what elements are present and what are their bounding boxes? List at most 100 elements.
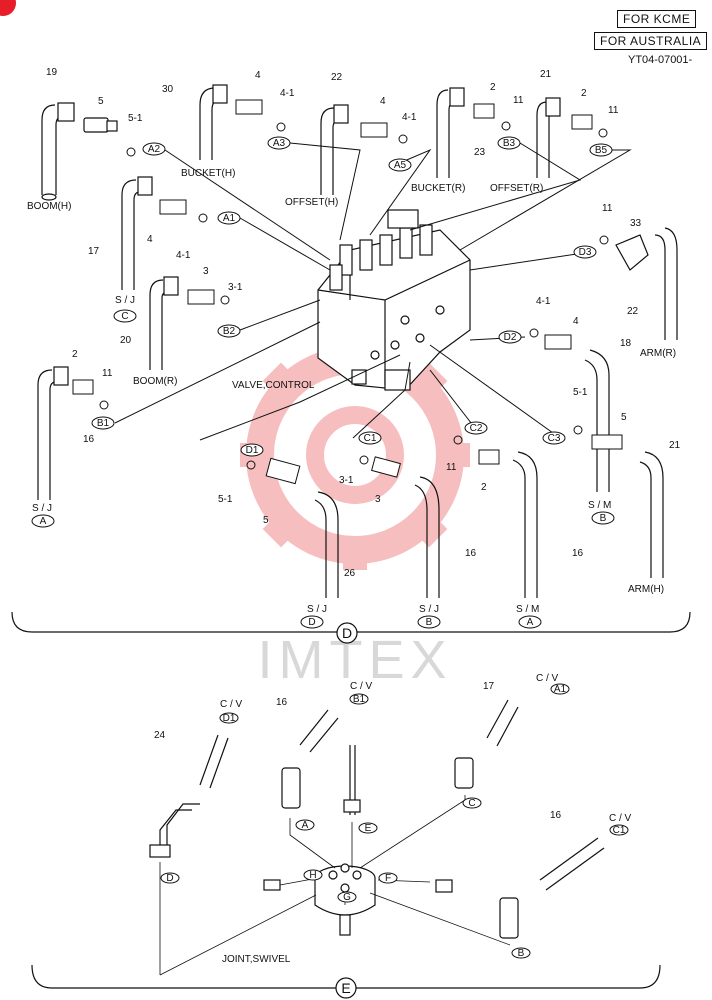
port-tag: B	[426, 617, 433, 628]
tag-oval	[358, 431, 382, 445]
tag-oval	[542, 431, 566, 445]
control-valve	[317, 209, 471, 391]
oring-4-1-bucket	[276, 122, 286, 132]
badge-for-kcme: FOR KCME	[617, 10, 697, 28]
tag-oval	[142, 142, 166, 156]
cv-tag: C1	[613, 825, 626, 836]
part-label: 4	[380, 96, 386, 107]
cv-tag: A1	[554, 684, 567, 695]
port-tag: B3	[503, 138, 516, 149]
tag-oval	[217, 324, 241, 338]
hose-label: S / M	[588, 500, 611, 511]
port-tag: C	[468, 798, 475, 809]
oring-11-offset-r	[598, 128, 608, 138]
page-corner-badge: 1	[0, 0, 16, 16]
hose-sm-b	[584, 349, 610, 492]
swivel-label: JOINT,SWIVEL	[222, 954, 291, 965]
port-tag: B2	[223, 326, 236, 337]
cv-label: C / V	[609, 813, 632, 824]
hose-offset-h	[320, 104, 349, 195]
part-label: 33	[630, 218, 642, 229]
hose-bucket-h	[199, 84, 228, 160]
hose-bucket-r	[436, 87, 465, 178]
part-label: 26	[344, 568, 356, 579]
elbow-33	[615, 234, 649, 271]
tag-oval	[267, 136, 291, 150]
fitting-5-sm	[591, 434, 623, 450]
part-label: 20	[120, 335, 132, 346]
tag-oval	[388, 158, 412, 172]
hose-label: BOOM(R)	[133, 376, 177, 387]
part-label: 23	[474, 147, 486, 158]
port-tag: C	[121, 311, 128, 322]
cv-tag: D1	[223, 713, 236, 724]
hose-label: S / J	[307, 604, 327, 615]
part-label: 24	[154, 730, 166, 741]
hose-sm-a	[512, 451, 538, 598]
part-label: 5	[621, 412, 627, 423]
oring-5-1-d1	[246, 460, 256, 470]
part-label: 19	[46, 67, 58, 78]
part-label: 17	[483, 681, 495, 692]
view-e-part-labels: 24 16 17 16 C / V C / V C / V C / V	[154, 673, 632, 824]
part-label: 4-1	[280, 88, 295, 99]
fitting-2-sj-a	[72, 379, 94, 395]
port-tag: G	[343, 892, 351, 903]
view-e-tag-text: D1 B1 A1 C1 A E C H F G D B	[166, 684, 625, 959]
part-label: 4-1	[402, 112, 417, 123]
port-tag: B	[600, 513, 607, 524]
tag-oval	[91, 416, 115, 430]
oring-3-1	[220, 295, 230, 305]
fitting-4-d2	[544, 334, 572, 350]
part-label: 22	[627, 306, 639, 317]
badge-for-australia: FOR AUSTRALIA	[594, 32, 708, 50]
port-tag: A5	[394, 160, 407, 171]
fitting-5-d1	[265, 457, 301, 485]
hose-label: OFFSET(R)	[490, 183, 543, 194]
port-tag: B1	[97, 418, 110, 429]
fitting-3	[187, 289, 215, 305]
hose-label: OFFSET(H)	[285, 197, 338, 208]
oring-11-bucket-r	[501, 121, 511, 131]
hose-label: S / M	[516, 604, 539, 615]
view-e-tag-ovals	[160, 683, 629, 959]
port-tag: B	[518, 948, 525, 959]
hose-label: S / J	[115, 295, 135, 306]
hose-arm-h	[639, 451, 664, 578]
part-label: 4	[255, 70, 261, 81]
view-e-elbows	[263, 757, 519, 939]
tag-oval	[113, 309, 137, 323]
hose-boom-r	[149, 276, 179, 370]
port-tag: F	[385, 873, 391, 884]
cv-tag: B1	[353, 694, 366, 705]
port-tag: A	[527, 617, 534, 628]
view-d-port-tags	[31, 136, 615, 629]
part-label: 5	[98, 96, 104, 107]
hose-arm-r	[654, 227, 678, 340]
hose-boom-h	[41, 102, 75, 201]
port-tag: C3	[548, 433, 561, 444]
port-tag: A3	[273, 138, 286, 149]
oring-4-1-sj	[198, 213, 208, 223]
part-label: 5	[263, 515, 269, 526]
oring-4-1-d2	[529, 328, 539, 338]
hose-sj-b	[414, 476, 440, 598]
part-label: 5-1	[573, 387, 588, 398]
part-label: 11	[446, 462, 457, 473]
part-label: 4-1	[176, 250, 191, 261]
part-label: 5-1	[128, 113, 143, 124]
cv-label: C / V	[536, 673, 559, 684]
oring-11-c2	[453, 435, 463, 445]
view-e-leaders	[159, 795, 511, 976]
part-label: 2	[581, 88, 587, 99]
part-label: 16	[550, 810, 562, 821]
port-tag: A1	[223, 213, 236, 224]
part-label: 16	[465, 548, 477, 559]
part-label: 11	[602, 203, 613, 214]
fitting-2-c2	[478, 449, 500, 465]
tag-oval	[573, 245, 597, 259]
fitting-4-bucket	[235, 99, 263, 115]
oring-4-1-offset	[398, 134, 408, 144]
tag-oval	[518, 615, 542, 629]
hose-label: ARM(R)	[640, 348, 676, 359]
